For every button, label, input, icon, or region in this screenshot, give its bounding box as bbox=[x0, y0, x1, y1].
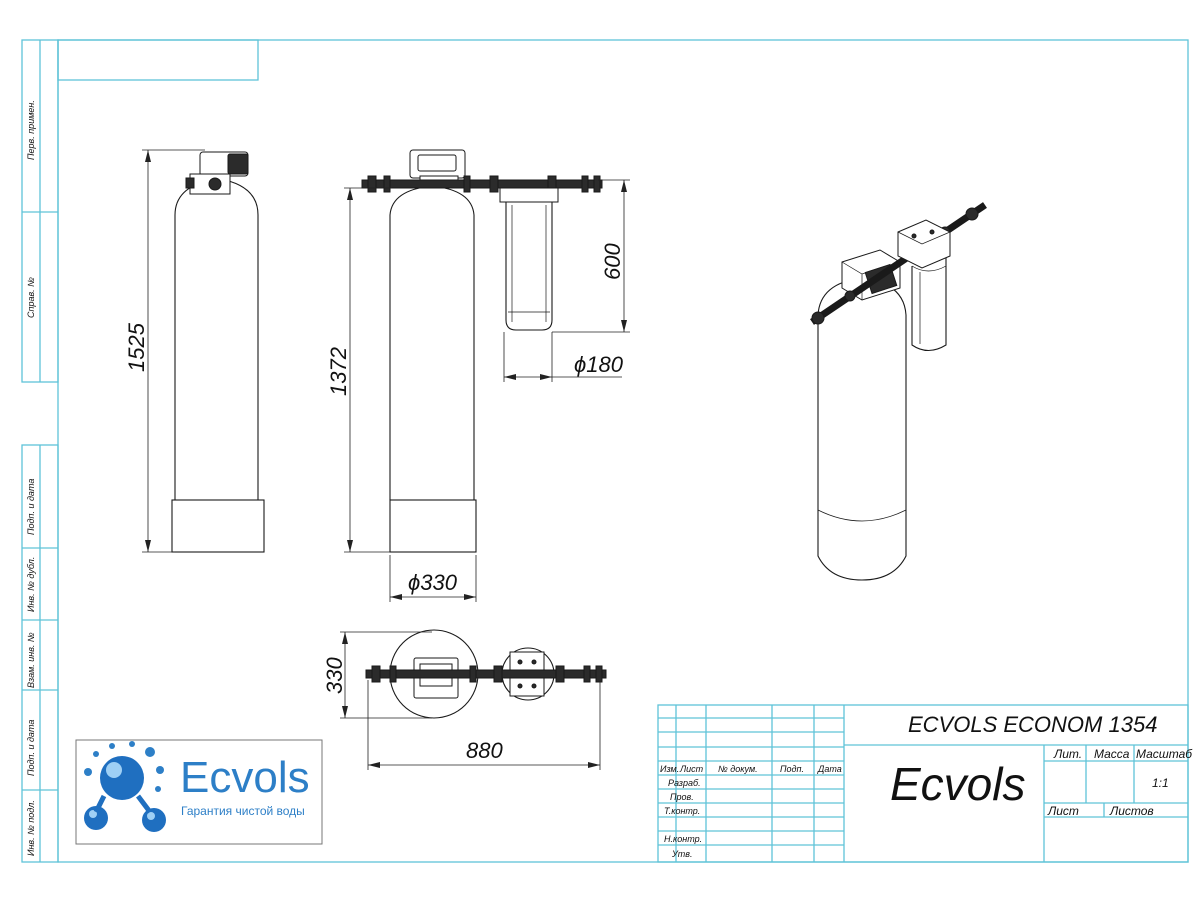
sheet-frame bbox=[21, 39, 1189, 863]
ecvols-logo: Ecvols Гарантия чистой воды bbox=[75, 739, 323, 845]
stamp-inv-dubl: Инв. № дубл. bbox=[26, 557, 36, 612]
massa-label: Масса bbox=[1094, 747, 1130, 761]
col-list: Лист bbox=[679, 764, 704, 774]
col-doc: № докум. bbox=[718, 764, 758, 774]
stamp-podp-data-1: Подп. и дата bbox=[26, 479, 36, 535]
row-nkontr: Н.контр. bbox=[664, 834, 702, 844]
dim-filter-height: 600 bbox=[552, 179, 630, 333]
col-data: Дата bbox=[817, 764, 842, 774]
dim-filter-diameter: ϕ180 bbox=[503, 332, 624, 382]
logo-drops-icon bbox=[84, 741, 166, 832]
masshtab-label: Масштаб bbox=[1136, 747, 1193, 761]
dim-top-width-label: 880 bbox=[466, 738, 503, 763]
dim-top-width: 880 bbox=[367, 680, 601, 770]
scale-value: 1:1 bbox=[1152, 776, 1169, 790]
product-name: ECVOLS ECONOM 1354 bbox=[908, 712, 1157, 737]
lit-label: Лит. bbox=[1053, 747, 1082, 761]
row-prov: Пров. bbox=[670, 792, 694, 802]
side-stamp: Перв. примен. Справ. № Подп. и дата Инв.… bbox=[26, 100, 36, 856]
listov-label: Листов bbox=[1109, 804, 1154, 818]
dim-height-total-label: 1525 bbox=[124, 322, 149, 372]
dim-height-total: 1525 bbox=[124, 149, 205, 553]
stamp-podp-data-2: Подп. и дата bbox=[26, 720, 36, 776]
dim-tank-diameter: ϕ330 bbox=[389, 555, 477, 602]
stamp-inv-podl: Инв. № подл. bbox=[26, 800, 36, 856]
company-name: Ecvols bbox=[890, 758, 1025, 810]
col-podp: Подп. bbox=[780, 764, 804, 774]
dim-tank-diameter-label: ϕ330 bbox=[408, 570, 458, 595]
dim-top-depth: 330 bbox=[322, 631, 432, 719]
stamp-sprav: Справ. № bbox=[26, 277, 36, 318]
tank-front-view bbox=[361, 149, 603, 553]
stamp-vzam-inv: Взам. инв. № bbox=[26, 632, 36, 688]
dim-filter-diameter-label: ϕ180 bbox=[574, 352, 624, 377]
list-label: Лист bbox=[1047, 804, 1079, 818]
tank-top-view bbox=[365, 629, 607, 719]
row-utv: Утв. bbox=[671, 849, 692, 859]
dim-top-depth-label: 330 bbox=[322, 657, 347, 694]
logo-brand: Ecvols bbox=[180, 753, 310, 802]
dim-height-tank: 1372 bbox=[326, 187, 392, 553]
row-tkontr: Т.контр. bbox=[664, 806, 700, 816]
dim-filter-height-label: 600 bbox=[600, 243, 625, 280]
col-izm: Изм. bbox=[660, 764, 679, 774]
dim-height-tank-label: 1372 bbox=[326, 347, 351, 396]
isometric-view bbox=[810, 202, 987, 581]
tank-side-view bbox=[171, 151, 265, 553]
row-razrab: Разраб. bbox=[668, 778, 701, 788]
stamp-perv-primen: Перв. примен. bbox=[26, 100, 36, 160]
logo-tagline: Гарантия чистой воды bbox=[181, 804, 305, 818]
title-block: ECVOLS ECONOM 1354 Ecvols Изм. Лист № до… bbox=[657, 704, 1193, 863]
